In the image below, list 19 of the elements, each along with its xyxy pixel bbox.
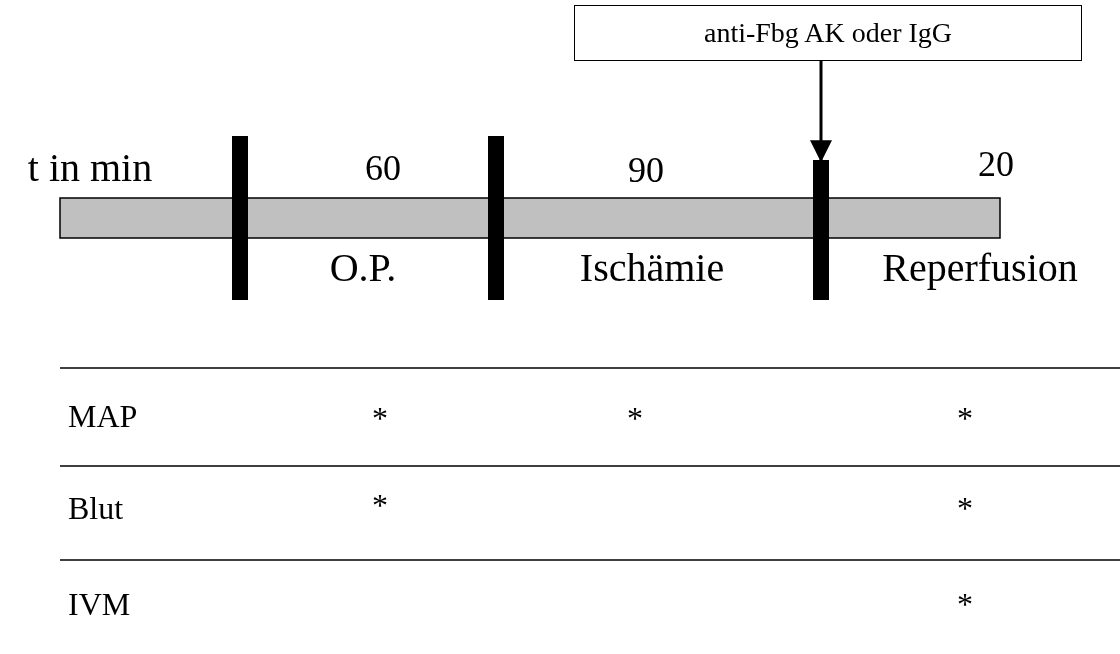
text-box: anti-Fbg AK oder IgG	[574, 5, 1082, 61]
duration-label: 20	[978, 146, 1014, 182]
arrow	[810, 61, 832, 163]
measurement-mark: *	[957, 588, 973, 620]
time-marker	[813, 160, 829, 300]
measurement-mark: *	[372, 402, 388, 434]
row-label: MAP	[68, 400, 138, 432]
phase-label: Ischämie	[579, 248, 725, 288]
row-label: Blut	[68, 492, 124, 524]
phase-label: O.P.	[329, 248, 397, 288]
row-label: IVM	[68, 588, 131, 620]
measurement-mark: *	[372, 489, 388, 521]
measurement-mark: *	[957, 492, 973, 524]
measurement-mark: *	[627, 402, 643, 434]
phase-label: Reperfusion	[882, 248, 1078, 288]
measurement-mark: *	[957, 402, 973, 434]
axis-label: t in min	[27, 148, 153, 188]
duration-label: 60	[365, 150, 401, 186]
duration-label: 90	[628, 152, 664, 188]
